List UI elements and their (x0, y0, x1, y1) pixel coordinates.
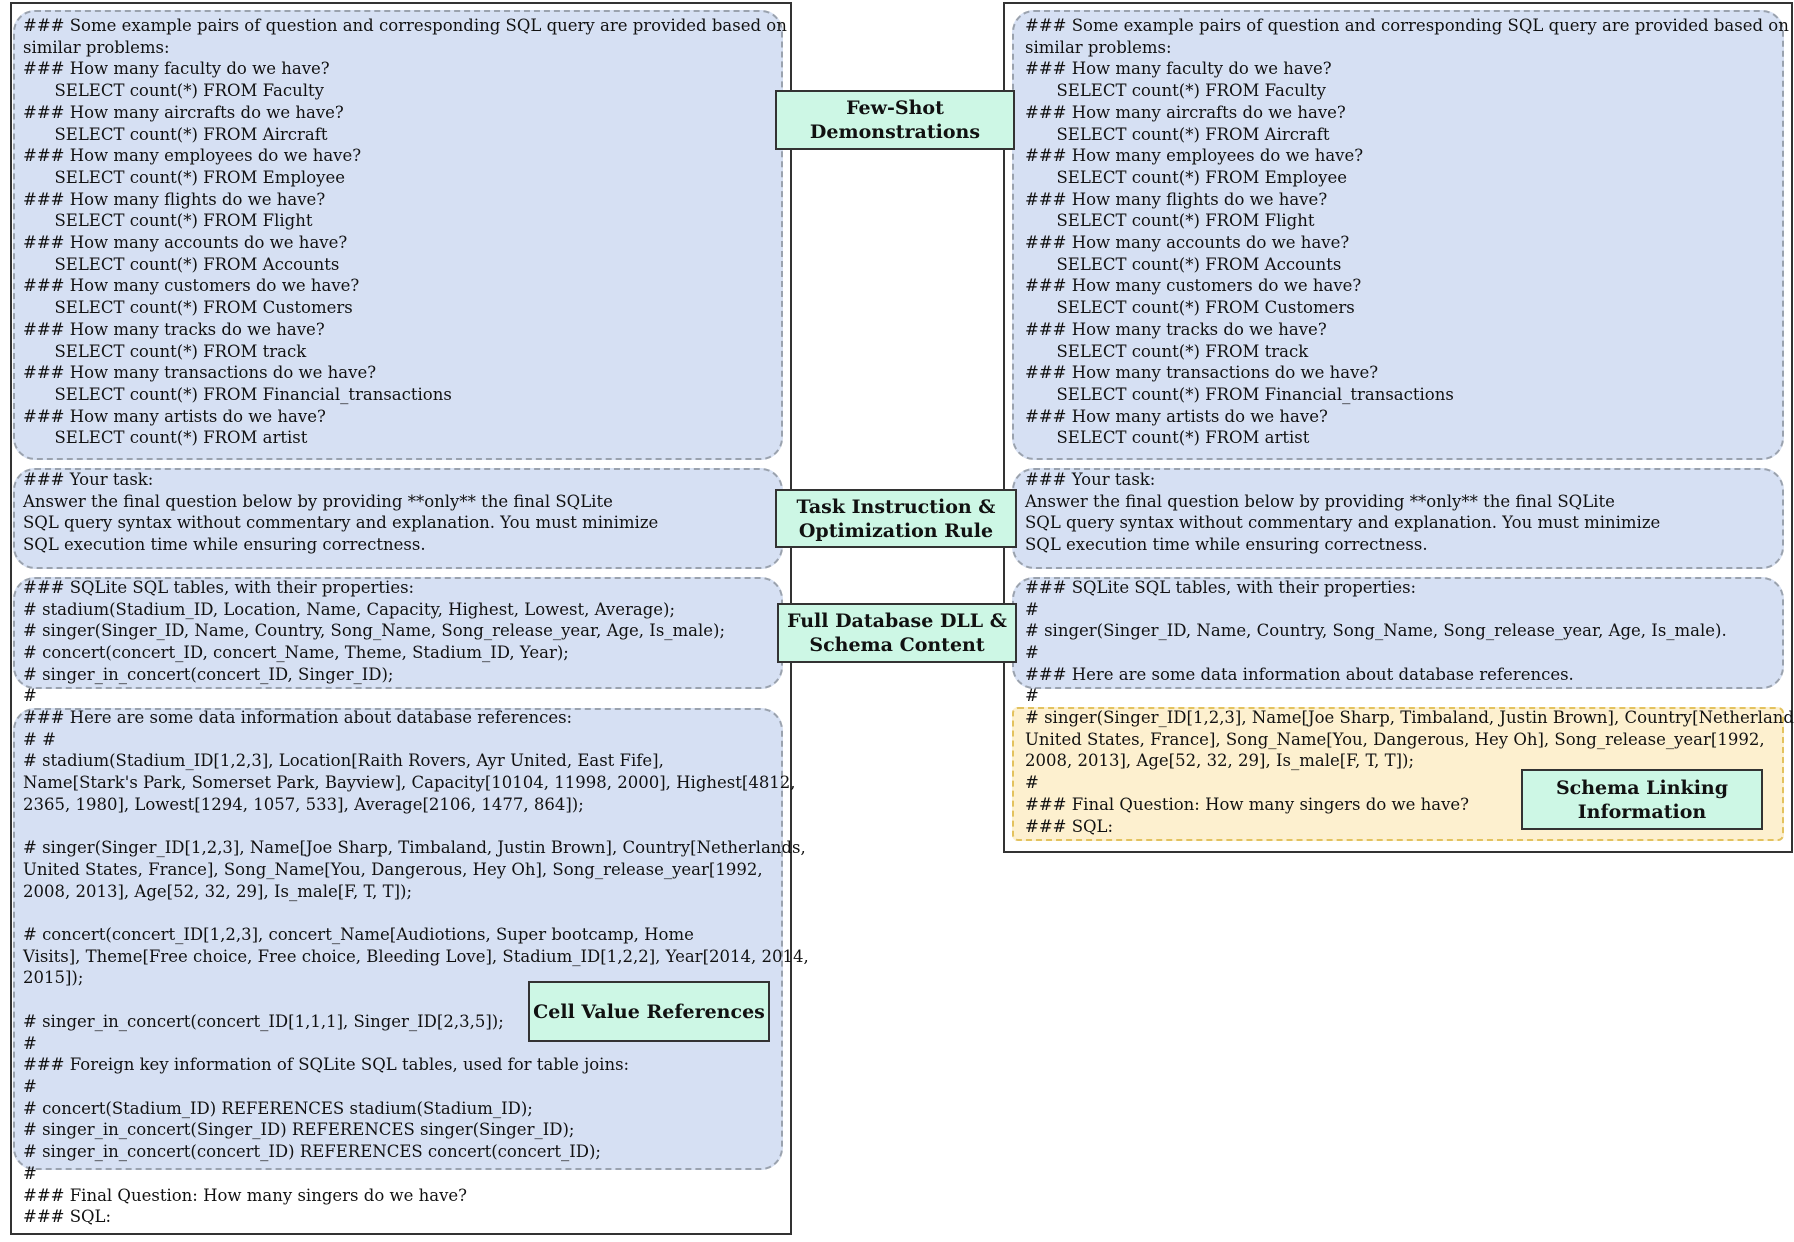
right-task-block (1012, 468, 1784, 569)
task-instruction-label: Task Instruction & Optimization Rule (775, 489, 1017, 548)
fewshot-label: Few-Shot Demonstrations (775, 90, 1015, 150)
right-schema-text: ### SQLite SQL tables, with their proper… (1025, 578, 1727, 684)
right-fewshot-text: ### Some example pairs of question and c… (1025, 16, 1789, 448)
right-task-text: ### Your task: Answer the final question… (1025, 470, 1661, 555)
left-fewshot-block (13, 10, 783, 460)
left-task-text: ### Your task: Answer the final question… (23, 470, 659, 555)
left-cell-values-text: ### Here are some data information about… (23, 708, 809, 1162)
left-task-block (13, 468, 783, 569)
schema-linking-label: Schema Linking Information (1521, 769, 1763, 830)
right-fewshot-block (1012, 10, 1784, 460)
right-separator: # (1025, 686, 1039, 705)
left-fewshot-text: ### Some example pairs of question and c… (23, 16, 787, 448)
cell-value-references-label: Cell Value References (528, 981, 770, 1042)
left-final-question: # ### Final Question: How many singers d… (23, 1164, 468, 1227)
left-schema-block (13, 577, 783, 689)
schema-content-label: Full Database DLL & Schema Content (777, 603, 1017, 663)
left-separator: # (23, 686, 37, 705)
left-schema-text: ### SQLite SQL tables, with their proper… (23, 578, 726, 684)
right-schema-linking-text: # singer(Singer_ID[1,2,3], Name[Joe Shar… (1025, 708, 1794, 836)
left-cell-values-block (13, 708, 783, 1170)
